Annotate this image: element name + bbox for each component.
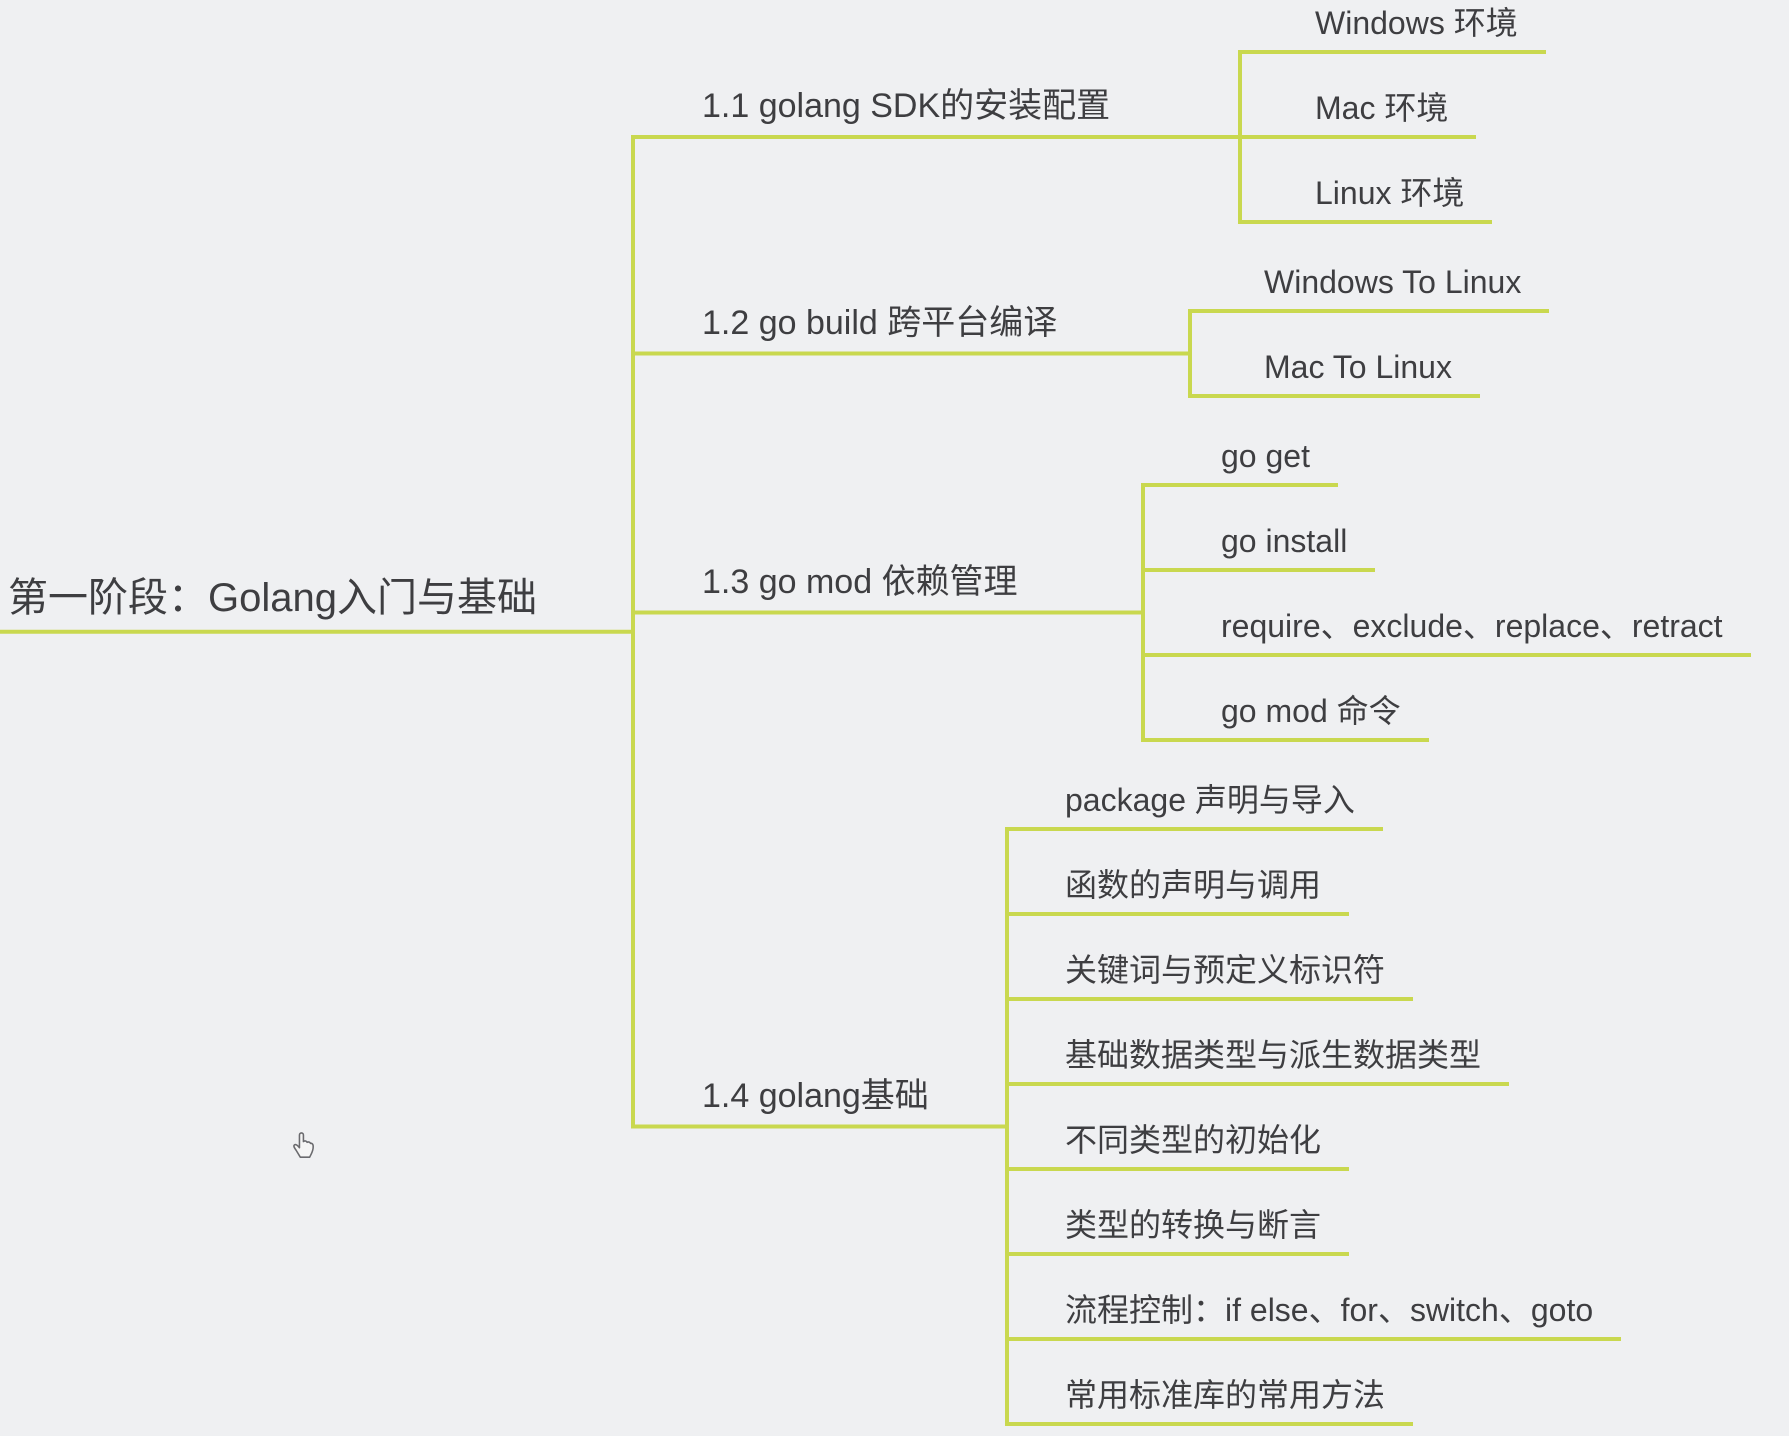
subtopic-label[interactable]: 常用标准库的常用方法 [1065, 1377, 1386, 1413]
branch-topic-label[interactable]: 1.2 go build 跨平台编译 [702, 303, 1058, 342]
subtopic-label[interactable]: Windows 环境 [1315, 5, 1518, 41]
subtopic-label[interactable]: go get [1221, 438, 1310, 474]
subtopic-label[interactable]: Windows To Linux [1264, 264, 1522, 300]
subtopic-label[interactable]: go mod 命令 [1221, 693, 1401, 729]
branch-topic-label[interactable]: 1.1 golang SDK的安装配置 [702, 87, 1111, 125]
subtopic-label[interactable]: 类型的转换与断言 [1065, 1207, 1322, 1243]
subtopic-label[interactable]: Linux 环境 [1315, 175, 1465, 211]
branch-topic-label[interactable]: 1.4 golang基础 [702, 1076, 929, 1115]
subtopic-label[interactable]: Mac 环境 [1315, 90, 1449, 126]
subtopic-label[interactable]: Mac To Linux [1264, 349, 1452, 385]
subtopic-label[interactable]: 基础数据类型与派生数据类型 [1065, 1037, 1482, 1073]
subtopic-label[interactable]: 函数的声明与调用 [1065, 867, 1322, 903]
hand-cursor [286, 1126, 320, 1165]
subtopic-label[interactable]: 关键词与预定义标识符 [1065, 952, 1386, 988]
subtopic-label[interactable]: 流程控制：if else、for、switch、goto [1065, 1292, 1594, 1328]
subtopic-label[interactable]: go install [1221, 523, 1348, 559]
root-topic-label[interactable]: 第一阶段：Golang入门与基础 [8, 575, 537, 620]
subtopic-label[interactable]: package 声明与导入 [1065, 782, 1355, 818]
subtopic-label[interactable]: 不同类型的初始化 [1065, 1122, 1322, 1158]
branch-topic-label[interactable]: 1.3 go mod 依赖管理 [702, 562, 1018, 601]
subtopic-label[interactable]: require、exclude、replace、retract [1221, 608, 1723, 644]
